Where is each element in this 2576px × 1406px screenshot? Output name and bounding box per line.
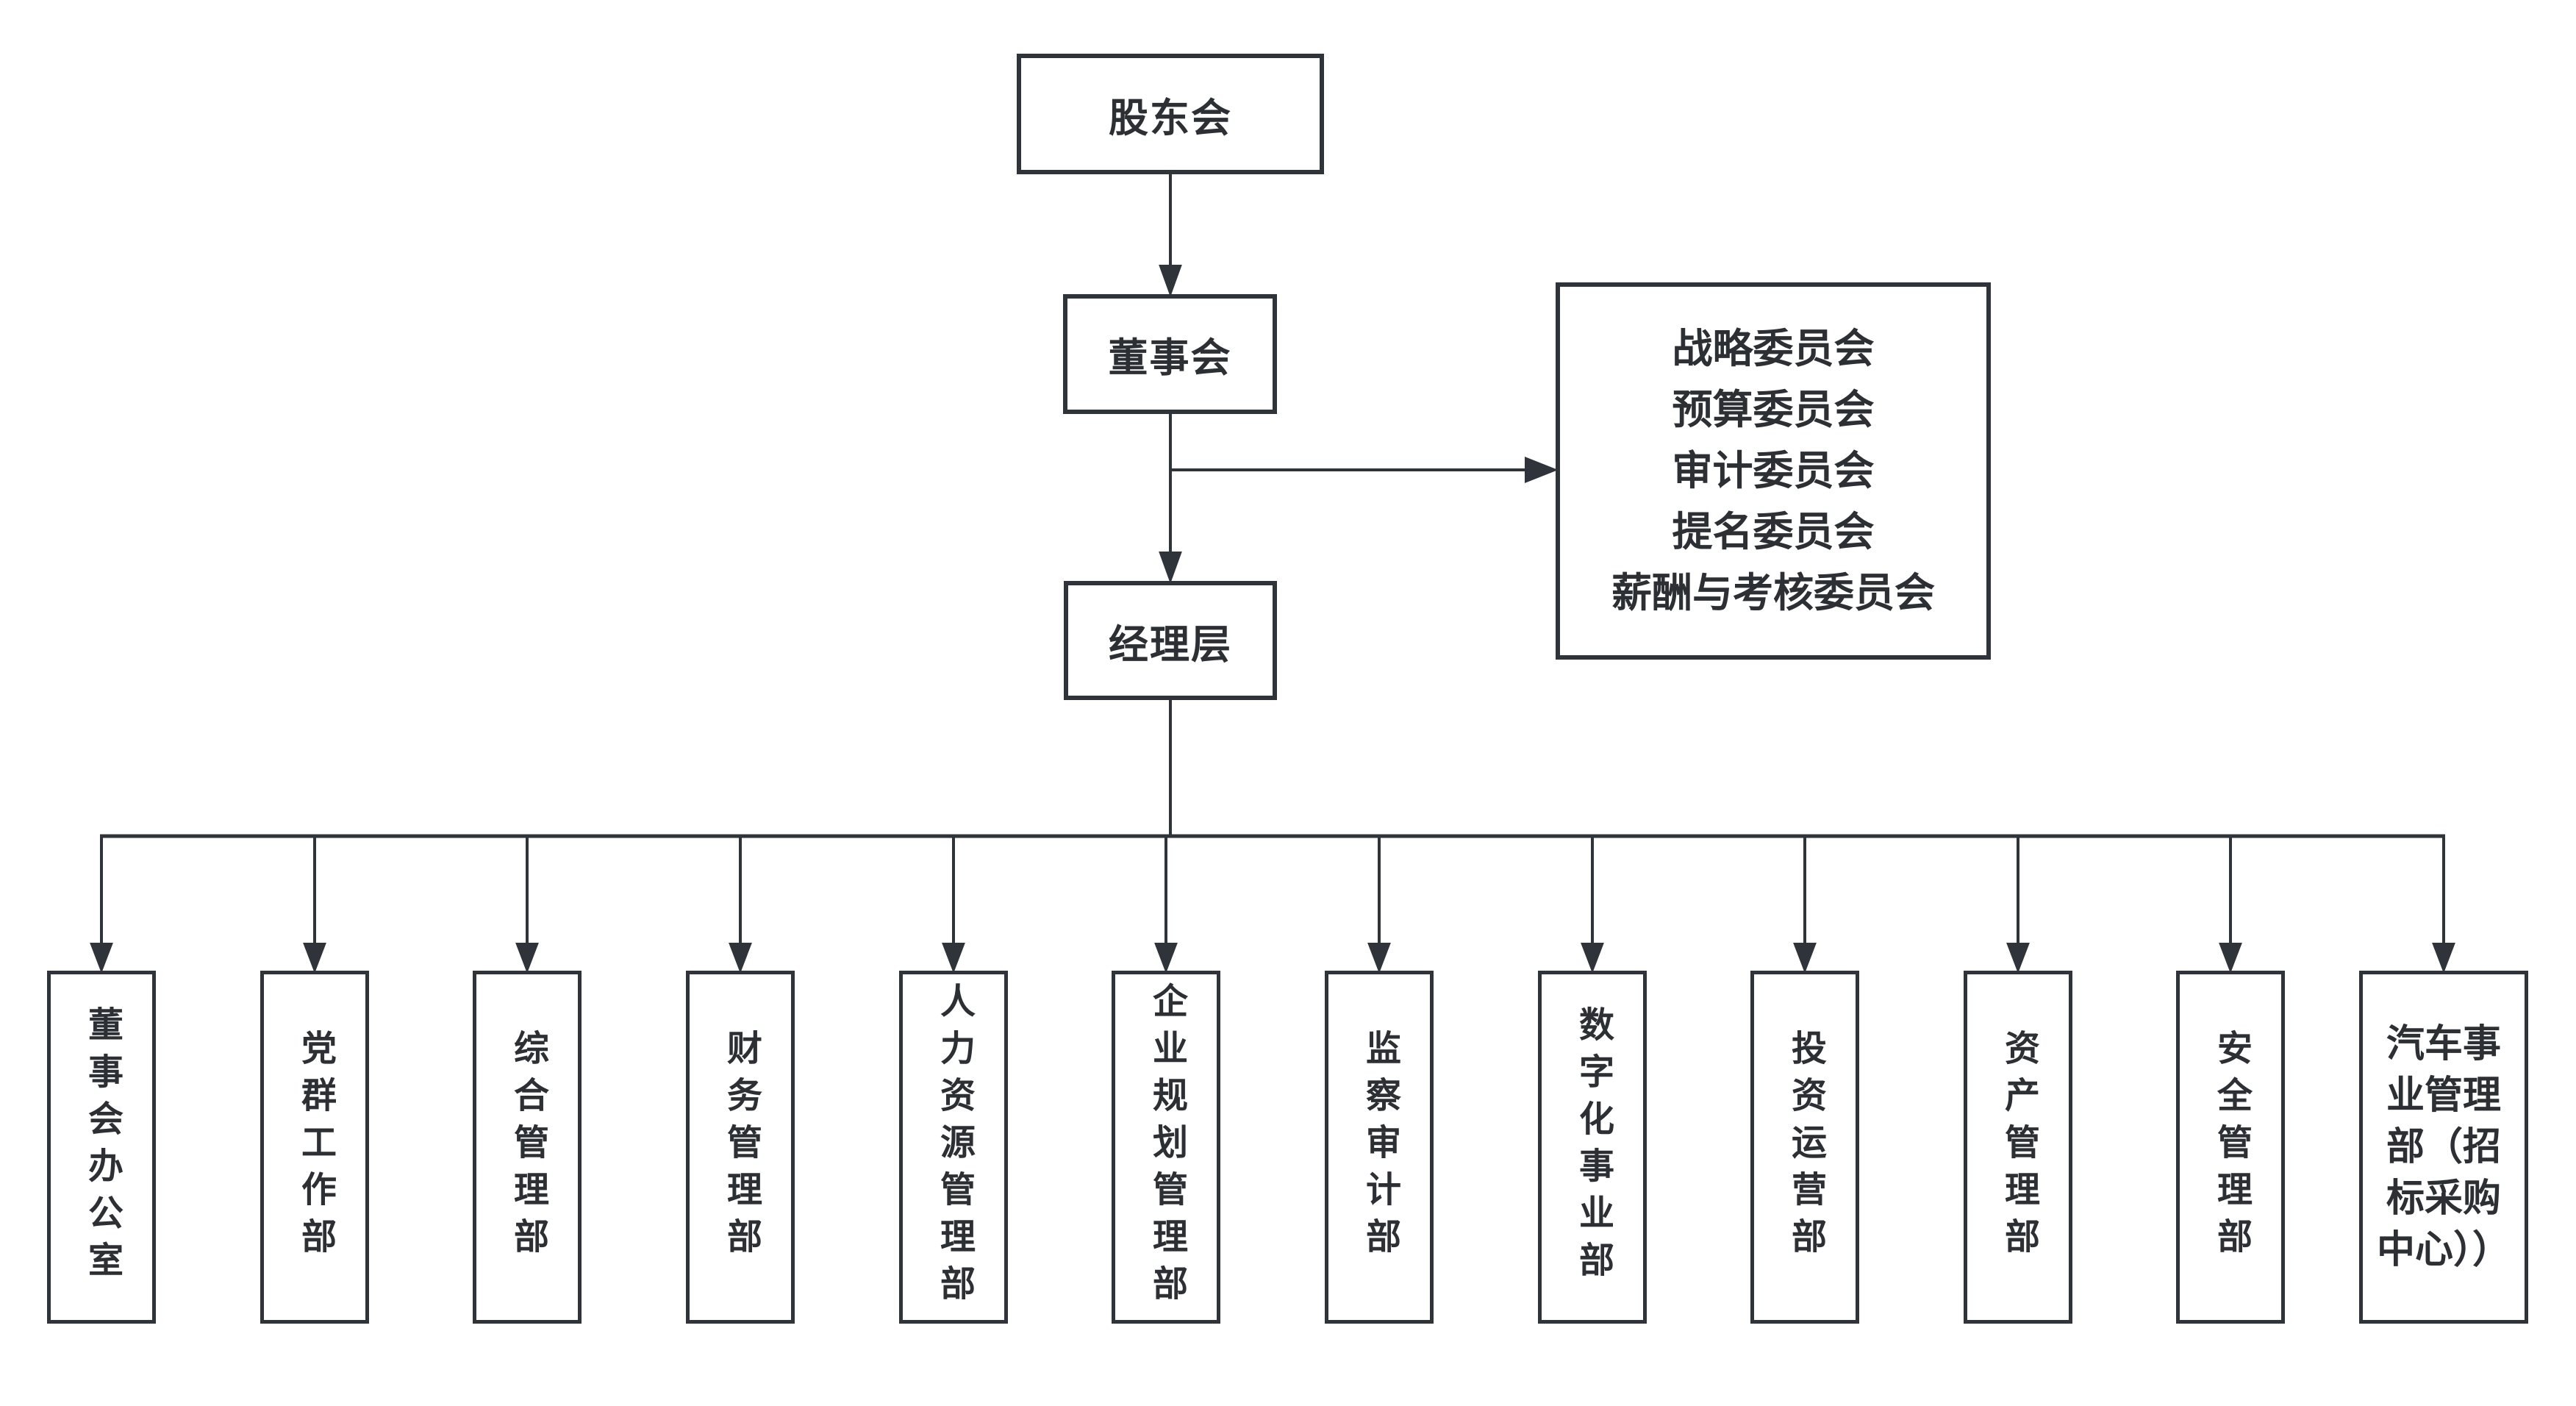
edge-bus-dept-12: [2432, 836, 2455, 974]
node-dept-supervision-audit: 监察审计部: [1325, 971, 1434, 1324]
dept-label: 综合管理部: [508, 1029, 547, 1265]
arrow-down-icon: [729, 943, 752, 974]
node-shareholders-label: 股东会: [1109, 96, 1232, 140]
node-dept-investment-operations: 投资运营部: [1750, 971, 1859, 1324]
dept-label: 资产管理部: [1999, 1029, 2038, 1265]
node-dept-enterprise-planning: 企业规划管理部: [1112, 971, 1220, 1324]
arrow-down-icon: [1581, 943, 1604, 974]
committee-item: 战略委员会: [1672, 326, 1875, 371]
dept-label: 数字化事业部: [1573, 1006, 1612, 1288]
arrow-down-icon: [2219, 943, 2242, 974]
edge-bus-dept-5: [942, 836, 965, 974]
node-dept-general-management: 综合管理部: [473, 971, 582, 1324]
node-board-label: 董事会: [1108, 336, 1232, 380]
node-board: 董事会: [1063, 294, 1277, 414]
edge-bus-dept-3: [515, 836, 539, 974]
node-management-label: 经理层: [1109, 622, 1232, 667]
arrow-down-icon: [1154, 943, 1178, 974]
arrow-down-icon: [1367, 943, 1391, 974]
committee-item: 预算委员会: [1672, 387, 1875, 432]
dept-label: 企业规划管理部: [1147, 982, 1186, 1312]
dept-label: 投资运营部: [1786, 1029, 1825, 1265]
node-management: 经理层: [1064, 581, 1277, 700]
node-committees: 战略委员会 预算委员会 审计委员会 提名委员会 薪酬与考核委员会: [1556, 282, 1991, 660]
node-dept-digitalization: 数字化事业部: [1538, 971, 1647, 1324]
node-shareholders: 股东会: [1017, 54, 1324, 174]
arrow-down-icon: [515, 943, 539, 974]
node-dept-asset-management: 资产管理部: [1964, 971, 2072, 1324]
arrow-down-icon: [942, 943, 965, 974]
edge-bus-dept-7: [1367, 836, 1391, 974]
edge-bus-dept-11: [2219, 836, 2242, 974]
edge-bus-dept-1: [90, 836, 113, 974]
arrow-down-icon: [1159, 265, 1182, 297]
arrow-down-icon: [303, 943, 326, 974]
dept-label: 董事会办公室: [82, 1006, 121, 1288]
arrow-down-icon: [1159, 552, 1182, 584]
arrow-down-icon: [90, 943, 113, 974]
committee-item: 审计委员会: [1672, 448, 1875, 493]
committee-item: 提名委员会: [1672, 509, 1875, 554]
edge-bus-dept-8: [1581, 836, 1604, 974]
dept-label: 监察审计部: [1360, 1029, 1399, 1265]
dept-label: 财务管理部: [721, 1029, 760, 1265]
committee-item: 薪酬与考核委员会: [1611, 570, 1935, 615]
dept-label: 党群工作部: [296, 1029, 334, 1265]
dept-label: 汽车事业管理部（招标采购中心））: [2376, 1023, 2511, 1271]
edge-bus-dept-9: [1793, 836, 1817, 974]
arrow-down-icon: [2432, 943, 2455, 974]
edge-bus-dept-10: [2006, 836, 2030, 974]
dept-label: 安全管理部: [2211, 1029, 2250, 1265]
arrow-down-icon: [2006, 943, 2030, 974]
edge-bus-dept-6: [1154, 836, 1178, 974]
node-dept-party-mass-work: 党群工作部: [260, 971, 369, 1324]
edge-bus-dept-2: [303, 836, 326, 974]
arrow-right-icon: [1525, 457, 1559, 483]
arrow-down-icon: [1793, 943, 1817, 974]
dept-label: 人力资源管理部: [934, 982, 973, 1312]
node-dept-automobile-business: 汽车事业管理部（招标采购中心））: [2359, 971, 2528, 1324]
node-dept-human-resources: 人力资源管理部: [899, 971, 1008, 1324]
node-dept-finance-management: 财务管理部: [686, 971, 795, 1324]
edge-bus-dept-4: [729, 836, 752, 974]
node-dept-safety-management: 安全管理部: [2176, 971, 2285, 1324]
node-dept-board-office: 董事会办公室: [47, 971, 156, 1324]
